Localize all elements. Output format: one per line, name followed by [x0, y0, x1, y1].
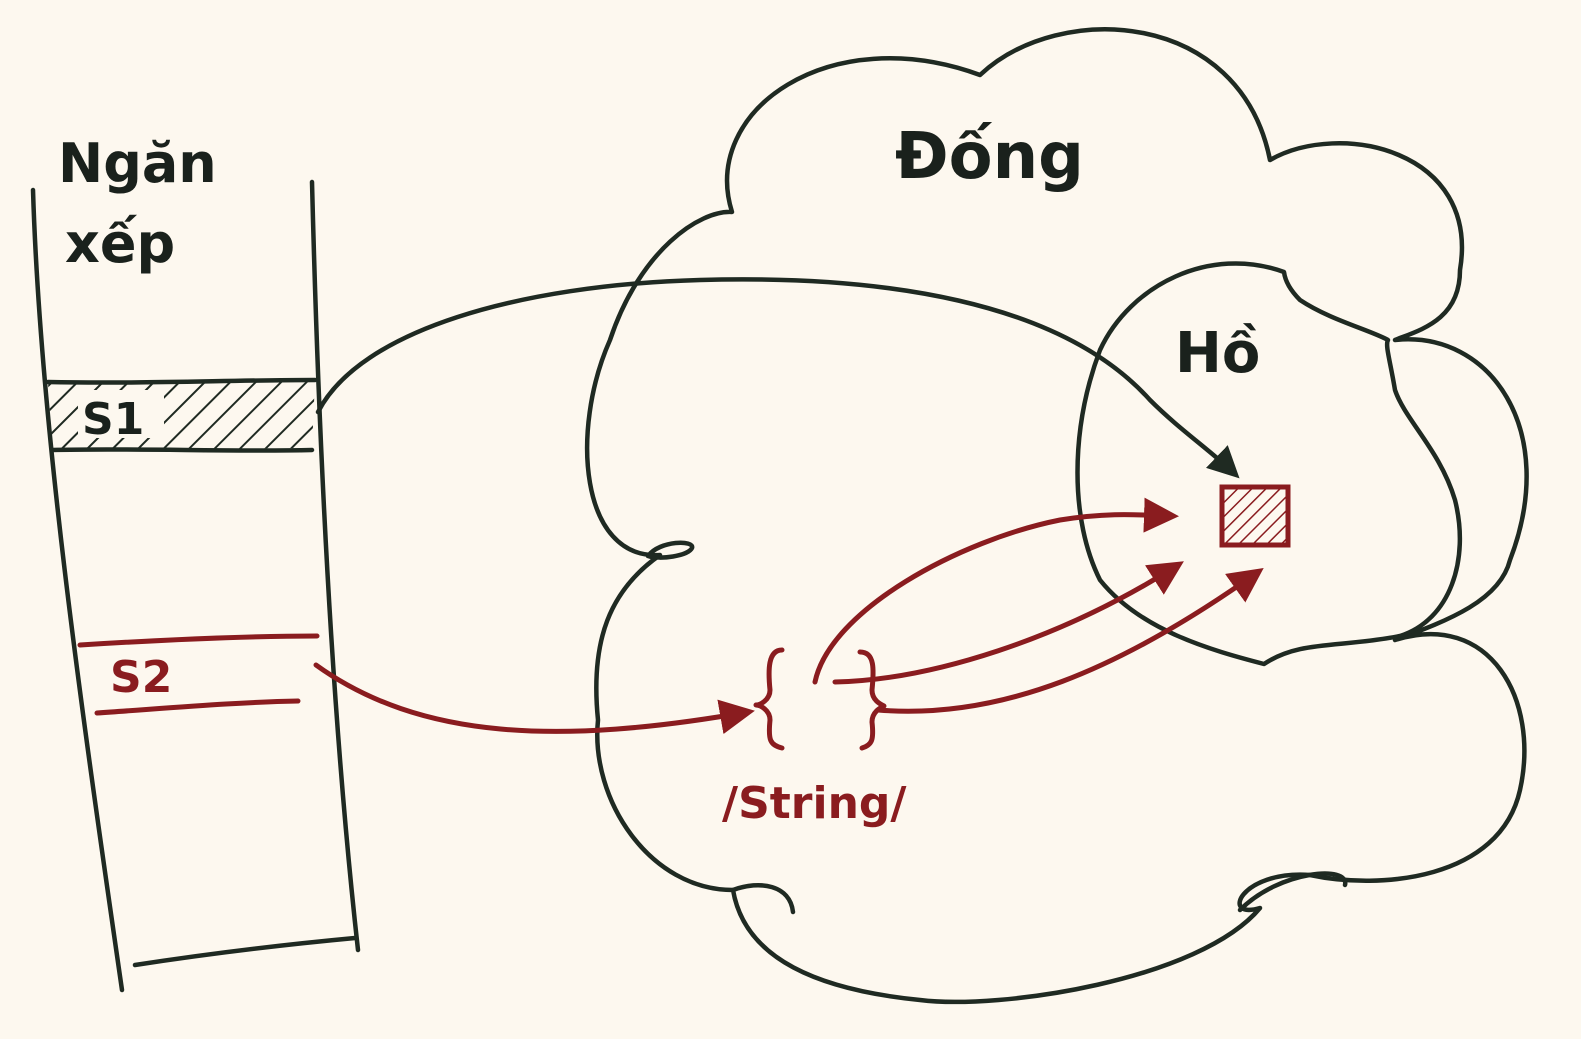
- arrow-s2-to-string: [313, 662, 755, 735]
- heap-title: Đống: [895, 120, 1084, 194]
- stack-bottom-line: [132, 935, 358, 968]
- pool-cloud: [1075, 261, 1463, 667]
- stack-left-wall: [30, 187, 125, 993]
- string-object-label: /String/: [722, 778, 907, 829]
- stack-column: [30, 179, 361, 993]
- arrow-string-to-pool-1: [812, 497, 1179, 685]
- stack-right-wall: [309, 179, 361, 953]
- arrow-string-to-pool-3: [875, 567, 1264, 714]
- heap-cloud-curl-right: [1237, 871, 1348, 913]
- stack-title-line2: xếp: [65, 212, 175, 275]
- stack-slot-s1: S1: [45, 377, 318, 453]
- arrow-s1-to-pool: [315, 277, 1240, 479]
- slot-s1-label: S1: [82, 394, 144, 445]
- heap-cloud: [584, 27, 1529, 1005]
- pool-title: Hồ: [1175, 321, 1260, 386]
- arrow-string-to-pool-2: [832, 561, 1184, 685]
- stack-title-line1: Ngăn: [58, 132, 217, 195]
- stack-slot-s2: S2: [77, 633, 320, 716]
- heap-string-object: [753, 647, 887, 751]
- heap-cloud-curl-bottom: [730, 882, 796, 915]
- heap-cloud-curl-left: [645, 540, 695, 560]
- slot-s2-label: S2: [110, 652, 172, 703]
- pool-string-literal: [1219, 484, 1291, 548]
